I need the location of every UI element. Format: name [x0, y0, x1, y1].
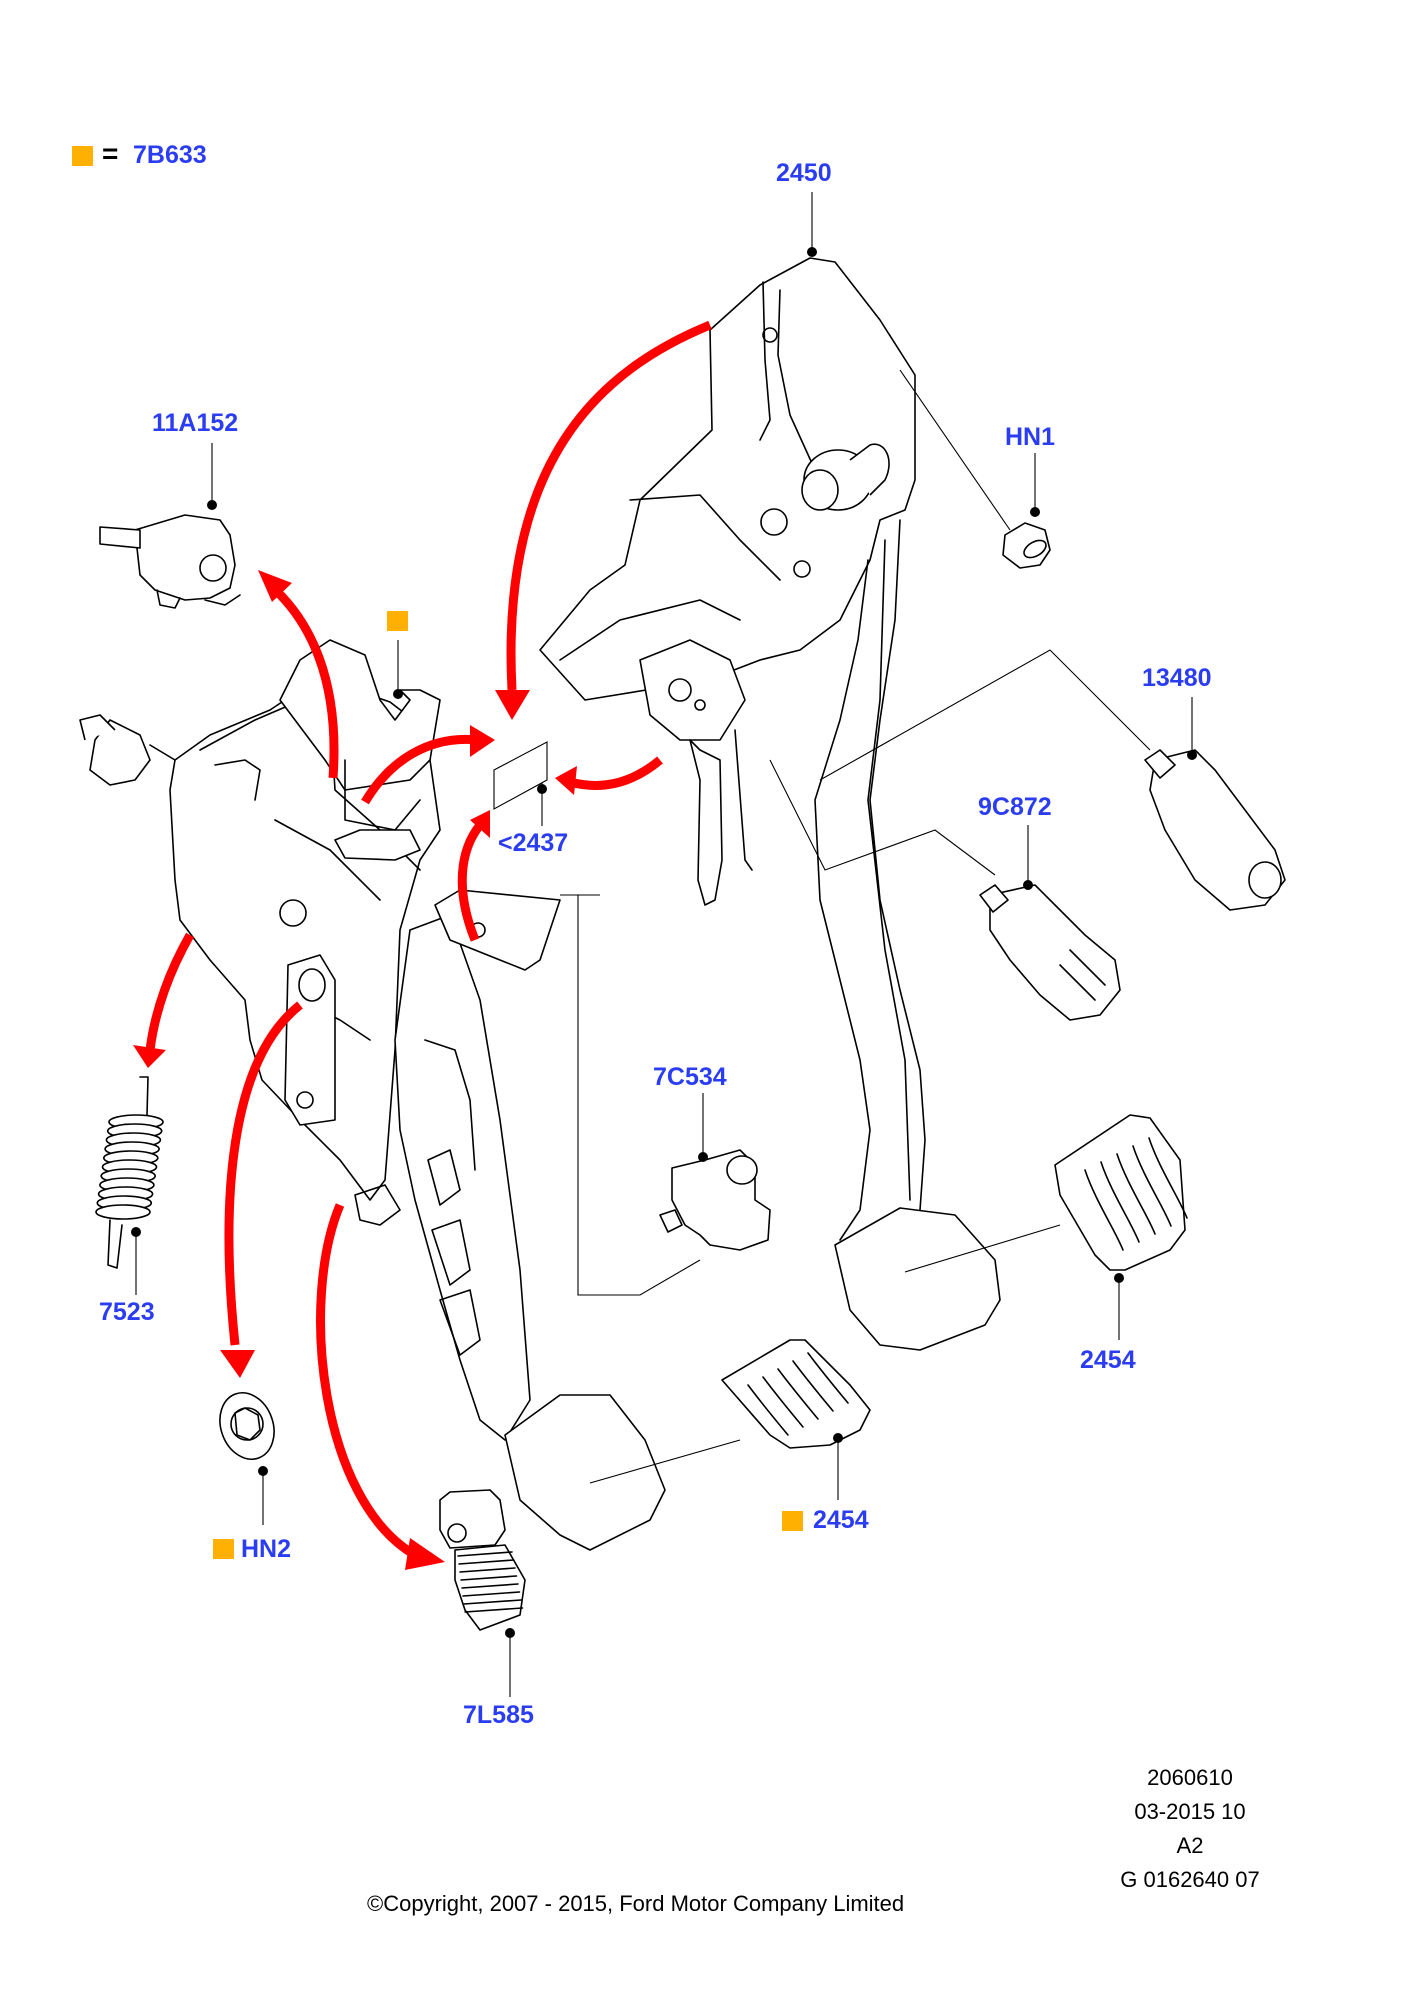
pad-rib	[762, 1376, 804, 1428]
callout-2454-lower[interactable]: 2454	[813, 1506, 869, 1534]
date-code: 03-2015 10	[1134, 1799, 1246, 1824]
sheet-size: A2	[1176, 1833, 1204, 1858]
callout-2437[interactable]: <2437	[498, 829, 569, 857]
switch-7c534	[659, 1149, 771, 1251]
callout-9c872[interactable]: 9C872	[978, 793, 1052, 821]
pad-rib	[807, 1352, 849, 1404]
copyright: ©Copyright, 2007 - 2015, Ford Motor Comp…	[367, 1891, 905, 1916]
marker-2454-lower	[782, 1511, 803, 1531]
bellows-rib	[463, 1599, 522, 1605]
bellows-rib	[459, 1567, 516, 1573]
pedal-box-2450	[539, 257, 1001, 1351]
marker-bracket	[387, 611, 408, 631]
marker-hn2	[213, 1539, 234, 1559]
callout-7c534[interactable]: 7C534	[653, 1063, 727, 1091]
spring-7523	[95, 1076, 164, 1269]
bellows-rib	[460, 1575, 518, 1581]
pad-rib	[777, 1368, 819, 1420]
switch-9c872	[979, 884, 1121, 1021]
bellows-rib	[461, 1583, 519, 1589]
legend-marker	[72, 146, 93, 166]
bellows-rib	[458, 1559, 515, 1565]
left-pedal-box	[79, 639, 666, 1551]
bellows-rib	[457, 1551, 513, 1557]
legend-part-number: 7B633	[133, 141, 207, 169]
bellows-rib	[462, 1591, 521, 1597]
doc-number: 2060610	[1147, 1765, 1233, 1790]
pad-2454-lower	[721, 1339, 871, 1449]
pad-2454-upper	[1054, 1114, 1188, 1271]
clip-hn2	[219, 1392, 275, 1460]
callout-2450[interactable]: 2450	[776, 159, 832, 187]
pad-rib	[1116, 1153, 1156, 1235]
pad-rib	[1148, 1137, 1188, 1219]
red-arrows	[133, 320, 712, 1570]
legend-equals: =	[102, 138, 119, 169]
callout-13480[interactable]: 13480	[1142, 664, 1212, 692]
callout-11a152[interactable]: 11A152	[152, 409, 239, 437]
spring-coil	[95, 1204, 151, 1220]
callout-hn2[interactable]: HN2	[241, 1535, 292, 1563]
callout-2454-upper[interactable]: 2454	[1080, 1346, 1136, 1374]
reference-lines	[560, 369, 1151, 1484]
graphic-id: G 0162640 07	[1120, 1867, 1260, 1892]
pad-rib	[747, 1384, 789, 1436]
pad-rib	[792, 1360, 834, 1412]
nut-hn1	[1002, 522, 1051, 569]
bracket-2437-outline	[493, 741, 548, 810]
callout-7l585[interactable]: 7L585	[463, 1701, 534, 1729]
callout-hn1[interactable]: HN1	[1005, 423, 1056, 451]
damper-7l585	[439, 1489, 526, 1631]
bellows-rib	[464, 1607, 524, 1613]
pad-rib	[1084, 1169, 1124, 1251]
pad-rib	[1132, 1145, 1172, 1227]
switch-11a152	[99, 514, 241, 609]
callout-7523[interactable]: 7523	[99, 1298, 155, 1326]
switch-13480	[1144, 749, 1286, 911]
pad-rib	[1100, 1161, 1140, 1243]
leader-lines	[131, 192, 1197, 1697]
